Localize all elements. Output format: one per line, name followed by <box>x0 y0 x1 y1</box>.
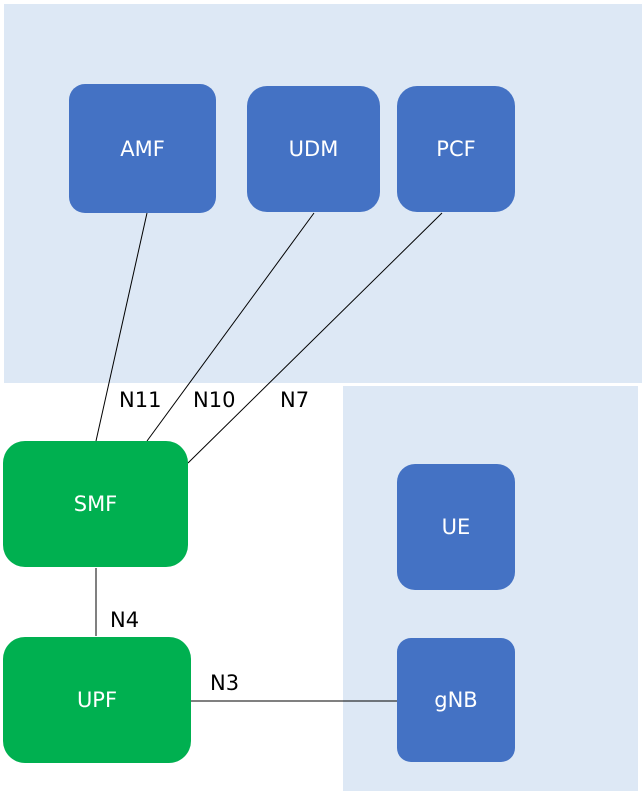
amf-label: AMF <box>120 136 165 161</box>
ue-node: UE <box>397 464 515 590</box>
n3-label: N3 <box>210 671 240 695</box>
n10-label: N10 <box>193 388 236 412</box>
n11-label: N11 <box>119 388 162 412</box>
upf-node: UPF <box>3 637 191 763</box>
gnb-label: gNB <box>434 688 478 712</box>
n7-label: N7 <box>280 388 310 412</box>
n10-line <box>146 212 315 442</box>
pcf-node: PCF <box>397 86 515 212</box>
udm-node: UDM <box>247 86 380 212</box>
amf-node: AMF <box>69 84 216 213</box>
udm-label: UDM <box>288 137 339 161</box>
n11-line <box>95 212 148 442</box>
smf-node: SMF <box>3 441 188 567</box>
pcf-label: PCF <box>436 137 476 161</box>
gnb-node: gNB <box>397 638 515 762</box>
smf-label: SMF <box>73 492 118 516</box>
ue-label: UE <box>441 515 471 539</box>
n4-label: N4 <box>110 608 140 632</box>
n7-line <box>187 212 443 464</box>
upf-label: UPF <box>76 688 118 712</box>
